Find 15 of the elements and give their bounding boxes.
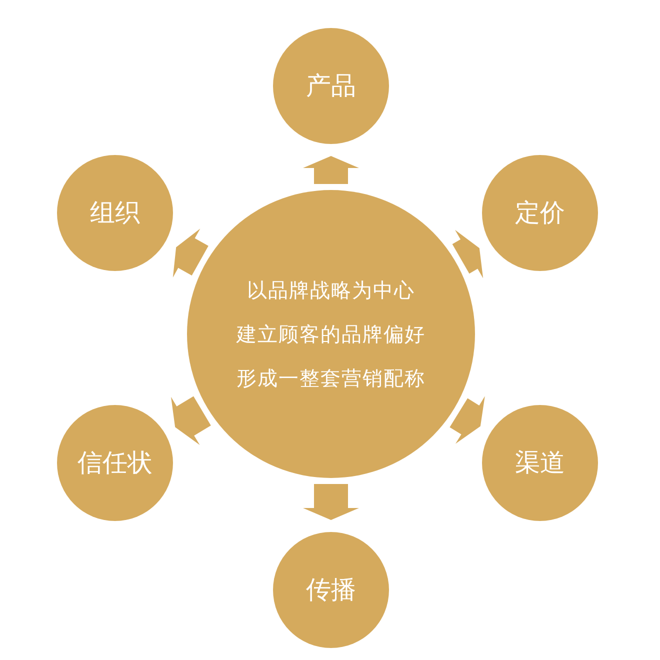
- topic-label: 信任状: [78, 448, 152, 478]
- block-arrow: [172, 228, 208, 278]
- topic-label: 定价: [515, 198, 565, 228]
- block-arrow: [450, 396, 485, 444]
- center-text: 以品牌战略为中心: [247, 278, 415, 302]
- topic-label: 产品: [306, 71, 356, 101]
- block-arrow: [452, 230, 484, 278]
- block-arrow: [171, 396, 211, 445]
- center-text: 形成一整套营销配称: [236, 366, 426, 390]
- block-arrow: [303, 484, 359, 520]
- topic-label: 传播: [306, 575, 356, 605]
- topic-label: 组织: [90, 198, 140, 228]
- center-text: 建立顾客的品牌偏好: [236, 322, 426, 346]
- topic-label: 渠道: [515, 448, 565, 478]
- block-arrow: [303, 156, 359, 184]
